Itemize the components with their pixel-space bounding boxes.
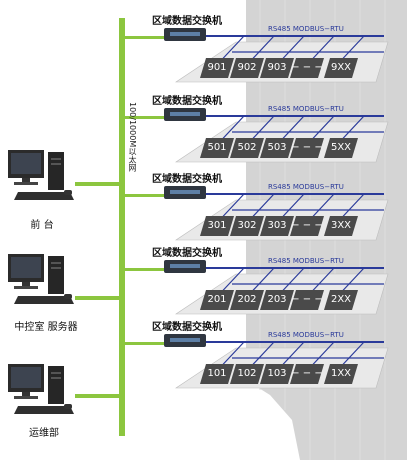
room-tile	[290, 290, 324, 310]
room-tile	[260, 216, 294, 236]
switch-label: 区域数据交换机	[152, 248, 222, 259]
bus-label: RS485 MODBUS−RTU	[268, 105, 344, 113]
room-tile	[260, 364, 294, 384]
room-tile	[324, 216, 358, 236]
room-number: 201	[207, 294, 227, 305]
room-tile	[260, 138, 294, 158]
room-tile	[230, 138, 264, 158]
switch-connector	[122, 268, 164, 271]
room-tile	[260, 58, 294, 78]
room-number: 9XX	[330, 62, 352, 73]
room-number: 202	[237, 294, 257, 305]
room-number: 303	[267, 220, 287, 231]
room-number: 302	[237, 220, 257, 231]
switch-label: 区域数据交换机	[152, 96, 222, 107]
room-number: 101	[207, 368, 227, 379]
room-number: − − −	[291, 220, 323, 231]
room-number: − − −	[291, 368, 323, 379]
room-number: 901	[207, 62, 227, 73]
room-number: 503	[267, 142, 287, 153]
desktop-computer-icon	[8, 364, 74, 414]
pc-connector-3	[75, 394, 121, 398]
ethernet-backbone	[119, 18, 125, 436]
switch-ports	[170, 338, 200, 342]
room-number: 5XX	[330, 142, 352, 153]
room-number: − − −	[291, 294, 323, 305]
room-tile	[324, 138, 358, 158]
pc-connector-2	[75, 296, 121, 300]
pc-label-ops-department: 运维部	[29, 428, 59, 439]
room-tile	[290, 58, 324, 78]
room-tile	[290, 216, 324, 236]
room-tile	[200, 290, 234, 310]
pc-label-control-room-server: 中控室 服务器	[14, 322, 78, 333]
pc-control-room-server	[4, 252, 84, 312]
desktop-computer-icon	[8, 254, 74, 304]
room-number: − − −	[291, 62, 323, 73]
switch-label: 区域数据交换机	[152, 16, 222, 27]
room-number: − − −	[291, 142, 323, 153]
room-number: 203	[267, 294, 287, 305]
room-tile	[324, 58, 358, 78]
room-number: 301	[207, 220, 227, 231]
room-tile	[200, 364, 234, 384]
room-tile	[230, 364, 264, 384]
switch-ports	[170, 264, 200, 268]
room-number: 902	[237, 62, 257, 73]
room-tile	[200, 138, 234, 158]
room-number: 1XX	[330, 368, 352, 379]
room-number: 2XX	[330, 294, 352, 305]
bus-label: RS485 MODBUS−RTU	[268, 183, 344, 191]
switch-connector	[122, 36, 164, 39]
switch-ports	[170, 112, 200, 116]
bus-label: RS485 MODBUS−RTU	[268, 331, 344, 339]
room-tile	[260, 290, 294, 310]
pc-connector-1	[75, 182, 121, 186]
room-number: 903	[267, 62, 287, 73]
switch-ports	[170, 190, 200, 194]
switch-label: 区域数据交换机	[152, 174, 222, 185]
switch-label: 区域数据交换机	[152, 322, 222, 333]
bus-label: RS485 MODBUS−RTU	[268, 257, 344, 265]
switch-connector	[122, 194, 164, 197]
room-tile	[290, 138, 324, 158]
desktop-computer-icon	[8, 150, 74, 200]
room-number: 501	[207, 142, 227, 153]
room-number: 103	[267, 368, 287, 379]
room-tile	[230, 290, 264, 310]
room-tile	[200, 216, 234, 236]
switch-connector	[122, 342, 164, 345]
room-tile	[230, 216, 264, 236]
switch-ports	[170, 32, 200, 36]
room-tile	[200, 58, 234, 78]
backbone-label: 100/1000M以太网	[128, 102, 137, 172]
room-number: 3XX	[330, 220, 352, 231]
pc-front-desk	[4, 148, 84, 208]
bus-label: RS485 MODBUS−RTU	[268, 25, 344, 33]
room-tile	[230, 58, 264, 78]
room-number: 102	[237, 368, 257, 379]
room-tile	[290, 364, 324, 384]
room-tile	[324, 290, 358, 310]
pc-label-front-desk: 前 台	[30, 220, 54, 231]
room-tile	[324, 364, 358, 384]
switch-connector	[122, 116, 164, 119]
pc-ops-department	[4, 362, 84, 422]
room-number: 502	[237, 142, 257, 153]
